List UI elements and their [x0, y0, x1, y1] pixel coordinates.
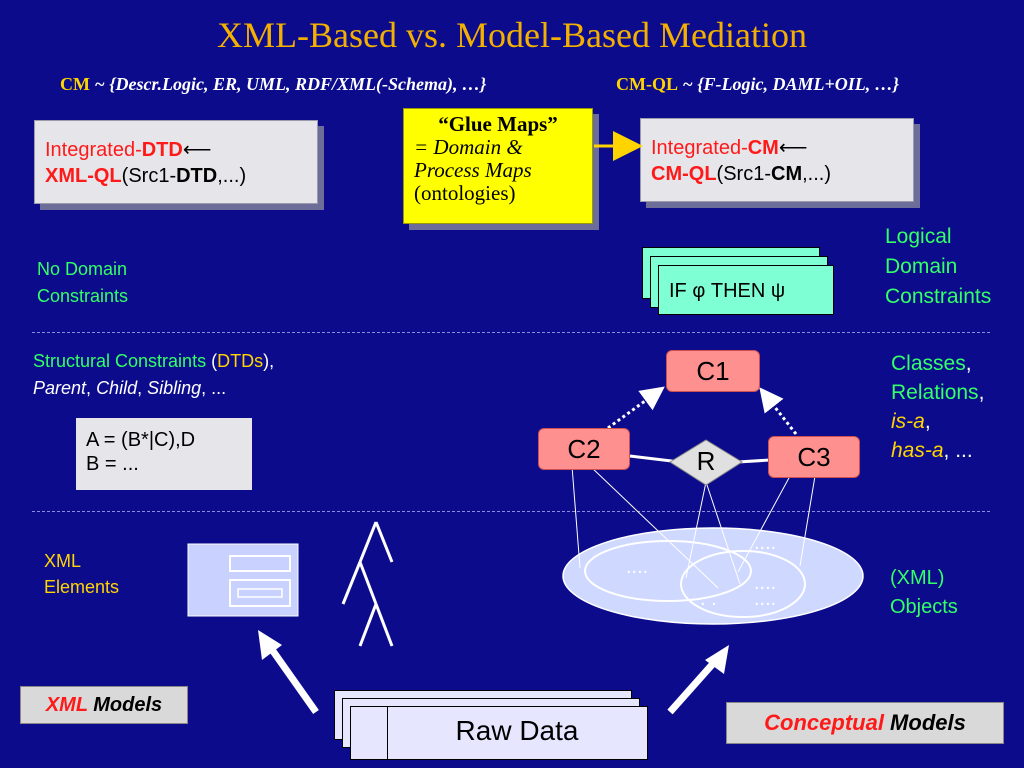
glue-maps-box: “Glue Maps” = Domain & Process Maps (ont… — [403, 108, 593, 224]
cm-definition: CM ~ {Descr.Logic, ER, UML, RDF/XML(-Sch… — [60, 74, 487, 94]
tree-icon — [341, 521, 394, 647]
arrow-to-xml — [265, 641, 319, 715]
slide-title: XML-Based vs. Model-Based Mediation — [217, 15, 807, 55]
cmql-definition: CM-QL ~ {F-Logic, DAML+OIL, …} — [616, 74, 900, 94]
logical-domain-constraints: Logical Domain Constraints — [885, 225, 992, 308]
arrow-to-conceptual — [667, 655, 721, 715]
object-dots: .... — [754, 532, 777, 554]
no-domain-constraints: No Domain Constraints — [37, 259, 129, 306]
right-object-set — [680, 550, 806, 618]
dtd-rules-box: A = (B*|C),D B = ... — [76, 418, 252, 490]
class-c2: C2 — [538, 428, 630, 470]
raw-data-label: Raw Data — [455, 715, 579, 746]
class-object-line — [589, 465, 719, 589]
relation-r-label: R — [696, 446, 716, 476]
left-arrow-icon: ⟵ — [182, 139, 212, 161]
structural-constraints: Structural Constraints (DTDs), Parent, C… — [33, 351, 275, 398]
class-object-line — [571, 465, 581, 569]
object-dots: .... — [754, 572, 777, 594]
xml-elements-label: XML Elements — [44, 551, 120, 597]
r-c3-link — [737, 458, 771, 464]
relation-object-line — [705, 481, 741, 585]
xml-objects-label: (XML) Objects — [890, 567, 958, 618]
integrated-cm-box: Integrated-CM⟵ CM-QL(Src1-CM,...) — [640, 118, 914, 202]
object-dots: . . — [700, 588, 717, 610]
class-c1: C1 — [666, 350, 760, 392]
integrated-dtd-box: Integrated-DTD⟵ XML-QL(Src1-DTD,...) — [34, 120, 318, 204]
isa-arrow-c2-c1 — [607, 386, 665, 430]
rule-card-front: IF φ THEN ψ — [658, 265, 834, 315]
left-arrow-icon: ⟵ — [778, 137, 808, 159]
class-object-line — [799, 475, 816, 567]
conceptual-models-label: Conceptual Models — [726, 702, 1004, 744]
divider-bottom — [32, 511, 990, 512]
raw-data-page-front: Raw Data — [350, 706, 648, 760]
relation-diamond — [669, 439, 743, 486]
class-object-line — [737, 475, 791, 573]
xml-models-label: XML Models — [20, 686, 188, 724]
classes-relations-list: Classes, Relations, is-a, has-a, ... — [891, 352, 985, 462]
class-c3: C3 — [768, 436, 860, 478]
divider-top — [32, 332, 990, 333]
object-dots: .... — [754, 588, 777, 610]
isa-arrow-c3-c1 — [759, 387, 798, 435]
relation-object-line — [685, 481, 707, 579]
object-dots: .... — [626, 556, 649, 578]
